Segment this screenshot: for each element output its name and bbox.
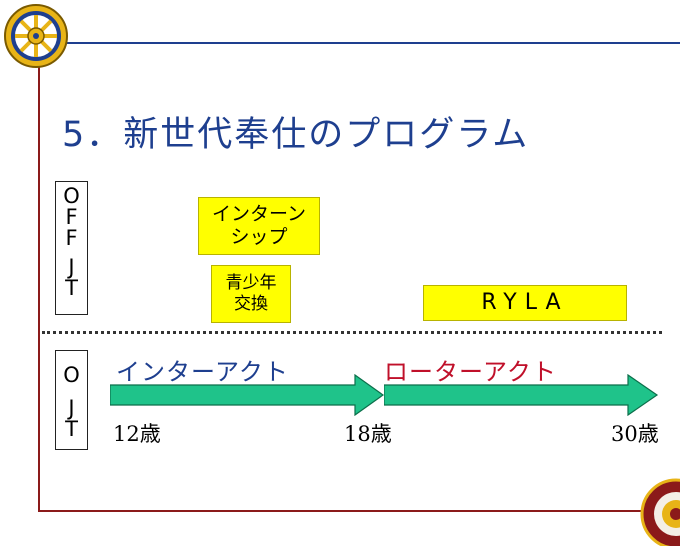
youth-exchange-line: 交換 [234,294,268,314]
age-18: 18歳 [344,422,392,446]
ryla-label: RYLA [481,289,569,315]
ryla-box: RYLA [423,285,627,321]
internship-line: シップ [230,226,288,248]
off-jt-char: J [68,255,75,279]
age-12: 12歳 [113,422,161,446]
internship-line: インターン [211,202,307,225]
off-jt-char: O [63,184,80,208]
rotaract-arrow [384,374,659,416]
interact-label: インターアクト [116,358,289,386]
interact-arrow [110,374,385,416]
ojt-label: O J T [55,350,88,450]
off-jt-char: T [65,276,78,300]
ojt-char: T [65,417,78,441]
ojt-char: O [63,363,80,387]
bottom-rule [38,510,680,512]
page-title: 5．新世代奉仕のプログラム [62,115,530,155]
youth-exchange-box: 青少年 交換 [211,265,291,323]
internship-box: インターン シップ [198,197,320,255]
divider-dotted [42,331,662,334]
left-rule [38,42,40,512]
top-rule [40,42,680,44]
rotaract-label: ローターアクト [384,358,557,386]
off-jt-char: F [65,205,78,229]
off-jt-label: O F F J T [55,181,88,315]
rotary-emblem-icon [640,478,680,546]
age-30: 30歳 [611,422,659,446]
off-jt-char: F [65,226,78,250]
rotary-wheel-icon [4,4,68,68]
youth-exchange-line: 青少年 [225,273,277,294]
ojt-char: J [68,396,75,420]
